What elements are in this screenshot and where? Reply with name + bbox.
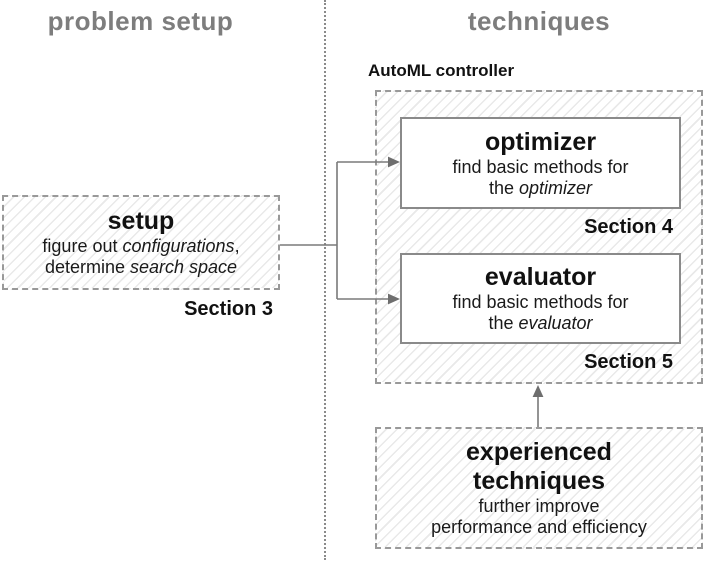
setup-line1-italic: configurations xyxy=(122,236,235,256)
automl-controller-label: AutoML controller xyxy=(368,61,515,80)
section-3-label: Section 3 xyxy=(184,298,273,320)
evaluator-line2-prefix: the xyxy=(488,313,519,333)
column-divider-line xyxy=(324,0,326,560)
section-5-label: Section 5 xyxy=(584,351,673,373)
evaluator-node: evaluator find basic methods for the eva… xyxy=(400,253,681,344)
experienced-body-line1: further improve xyxy=(478,496,600,516)
optimizer-line2-prefix: the xyxy=(488,177,519,198)
setup-body-line1: figure out configurations, xyxy=(42,236,239,257)
optimizer-node: optimizer find basic methods for the opt… xyxy=(400,117,681,209)
experienced-techniques-node: experienced techniques further improve p… xyxy=(375,427,703,549)
optimizer-line2-italic: optimizer xyxy=(519,177,593,198)
evaluator-title: evaluator xyxy=(484,263,597,291)
setup-body-line2: determine search space xyxy=(45,257,237,278)
optimizer-body-line2: the optimizer xyxy=(489,178,592,199)
experienced-body-line2: performance and efficiency xyxy=(431,517,647,537)
arrowhead-to-controller-icon xyxy=(532,385,544,397)
optimizer-title: optimizer xyxy=(484,127,597,156)
header-techniques: techniques xyxy=(467,6,611,36)
evaluator-body-line1: find basic methods for xyxy=(452,292,629,312)
experienced-title-line1: experienced xyxy=(466,438,612,466)
header-problem-setup: problem setup xyxy=(47,6,234,36)
setup-line2-italic: search space xyxy=(129,257,238,277)
optimizer-body-line1: find basic methods for xyxy=(452,156,629,177)
setup-line1-prefix: figure out xyxy=(42,236,123,256)
section-4-label: Section 4 xyxy=(584,216,673,238)
setup-line1-suffix: , xyxy=(234,236,240,256)
experienced-title-line2: techniques xyxy=(473,467,605,495)
setup-title: setup xyxy=(107,207,175,235)
setup-line2-prefix: determine xyxy=(44,257,130,277)
evaluator-body-line2: the evaluator xyxy=(488,313,592,334)
evaluator-line2-italic: evaluator xyxy=(518,313,593,333)
setup-node: setup figure out configurations, determi… xyxy=(2,195,280,290)
